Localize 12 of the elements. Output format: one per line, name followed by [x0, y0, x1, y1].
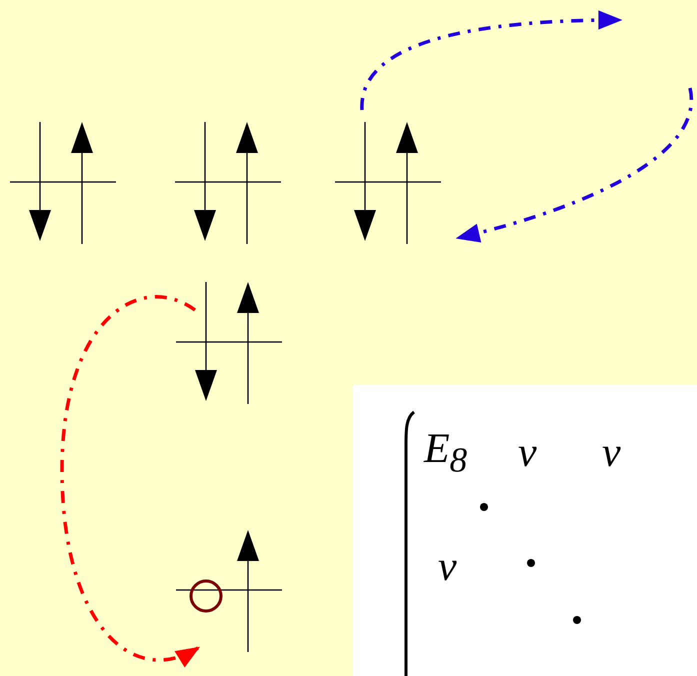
spin-pair-drawing [10, 122, 116, 244]
matrix-entry: v [438, 546, 457, 588]
hole-spin-drawing [176, 530, 282, 652]
matrix-entry: v [602, 432, 621, 474]
matrix-entry: v [518, 432, 537, 474]
spin-pair-drawing [175, 122, 281, 244]
dash-dot-arrow [456, 88, 693, 242]
dash-dot-arrow [60, 295, 200, 666]
spin-pair-drawing [176, 282, 282, 404]
spin-pair-drawing [335, 122, 441, 244]
matrix-entry: E$_{8}$ [424, 428, 468, 478]
dash-dot-arrow [360, 10, 622, 110]
